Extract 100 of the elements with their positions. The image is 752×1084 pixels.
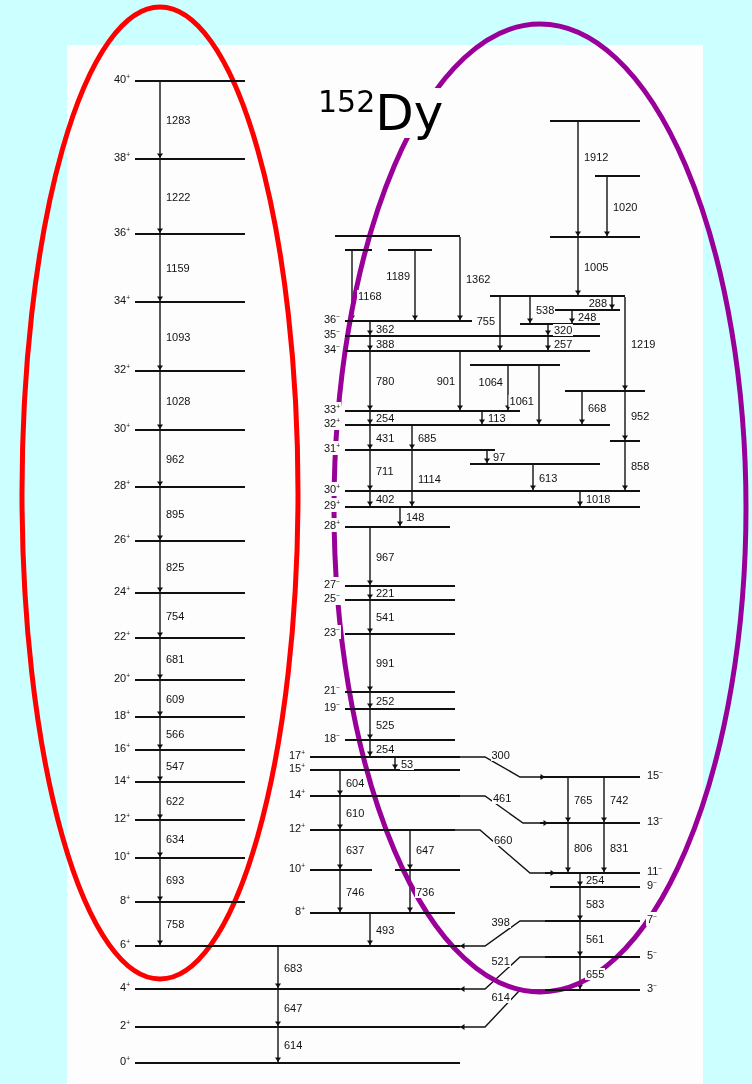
energy-label: 901 (435, 375, 456, 387)
energy-label: 1064 (477, 376, 504, 388)
energy-label: 742 (609, 794, 630, 806)
transition-arrow (459, 956, 546, 992)
transition-arrow (579, 391, 585, 425)
transition-arrow (367, 586, 373, 600)
transition-arrow (601, 823, 607, 873)
transition-arrow (157, 717, 163, 750)
transition-arrow (604, 176, 610, 237)
transition-arrow (622, 441, 628, 491)
transition-arrow (337, 830, 343, 870)
spin-label: 2$^{+}$ (119, 1018, 131, 1032)
transition-arrow (367, 709, 373, 740)
transition-arrow (505, 365, 511, 411)
transition-arrow (609, 296, 615, 310)
transition-arrow (397, 507, 403, 527)
transition-arrow (459, 920, 546, 949)
transition-arrow (412, 250, 418, 321)
spin-label: 13$^{−}$ (646, 814, 665, 828)
transition-arrow (622, 296, 628, 391)
spin-label: 9$^{−}$ (646, 878, 658, 892)
energy-label: 1283 (165, 114, 192, 126)
transition-arrow (157, 820, 163, 858)
transition-arrow (545, 324, 551, 336)
transition-arrow (157, 638, 163, 680)
transition-arrow (457, 236, 463, 321)
energy-label: 610 (345, 807, 366, 819)
spin-label: 5$^{−}$ (646, 948, 658, 962)
transition-arrow (457, 351, 463, 411)
transition-arrow (569, 310, 575, 324)
transition-arrow (409, 425, 415, 450)
energy-label: 547 (165, 760, 186, 772)
energy-label: 604 (345, 777, 366, 789)
energy-label: 614 (283, 1039, 304, 1051)
energy-label: 681 (165, 653, 186, 665)
spin-label: 6$^{+}$ (119, 937, 131, 951)
energy-label: 693 (165, 874, 186, 886)
spin-label: 7$^{−}$ (646, 912, 658, 926)
energy-label: 622 (165, 795, 186, 807)
energy-label: 637 (345, 844, 366, 856)
energy-label: 521 (490, 955, 511, 967)
transition-arrow (367, 351, 373, 411)
transition-arrow (530, 464, 536, 491)
energy-label: 248 (577, 311, 598, 323)
transition-arrow (392, 757, 398, 770)
energy-label: 668 (587, 402, 608, 414)
transition-arrow (545, 336, 551, 351)
energy-label: 647 (415, 844, 436, 856)
transition-arrow (407, 830, 413, 870)
transition-arrow (367, 600, 373, 634)
transition-arrow (459, 795, 549, 826)
transition-arrow (367, 913, 373, 946)
energy-label: 780 (375, 375, 396, 387)
transition-arrow (367, 450, 373, 491)
transition-arrow (577, 957, 583, 990)
transition-arrow (157, 487, 163, 541)
energy-label: 254 (375, 412, 396, 424)
transition-arrow (577, 491, 583, 507)
transition-arrow (367, 336, 373, 351)
transition-arrow (565, 777, 571, 823)
transition-arrow (577, 873, 583, 887)
transition-arrow (275, 946, 281, 989)
energy-label: 113 (487, 412, 507, 424)
energy-label: 221 (375, 587, 396, 599)
spin-label: 4$^{+}$ (119, 980, 131, 994)
energy-label: 1159 (165, 262, 191, 274)
transition-arrow (459, 756, 546, 780)
spin-label: 0$^{+}$ (119, 1054, 131, 1068)
energy-label: 288 (587, 297, 608, 309)
transition-arrow (484, 450, 490, 464)
transition-arrow (157, 371, 163, 430)
energy-label: 758 (165, 918, 186, 930)
transition-arrow (157, 159, 163, 234)
transition-arrow (454, 829, 556, 876)
energy-label: 895 (165, 508, 186, 520)
energy-label: 402 (375, 493, 396, 505)
transition-arrow (367, 425, 373, 450)
transition-arrow (157, 750, 163, 782)
transition-arrow (157, 593, 163, 638)
transition-arrow (367, 411, 373, 425)
energy-label: 583 (585, 898, 606, 910)
transition-arrow (497, 296, 503, 351)
transition-arrow (622, 391, 628, 441)
spin-label: 8$^{+}$ (294, 904, 306, 918)
transition-arrow (601, 777, 607, 823)
transition-arrow (367, 491, 373, 507)
transition-arrow (565, 823, 571, 873)
transition-arrow (577, 887, 583, 921)
spin-label: 8$^{+}$ (119, 893, 131, 907)
energy-label: 806 (573, 842, 594, 854)
transition-arrow (275, 1027, 281, 1063)
transition-arrow (157, 430, 163, 487)
energy-label: 991 (375, 657, 396, 669)
energy-label: 254 (585, 874, 606, 886)
transition-arrow (536, 365, 542, 425)
transition-arrow (157, 680, 163, 717)
energy-label: 858 (630, 460, 651, 472)
energy-label: 97 (492, 451, 507, 463)
transition-arrow (577, 921, 583, 957)
energy-label: 1912 (583, 151, 610, 163)
